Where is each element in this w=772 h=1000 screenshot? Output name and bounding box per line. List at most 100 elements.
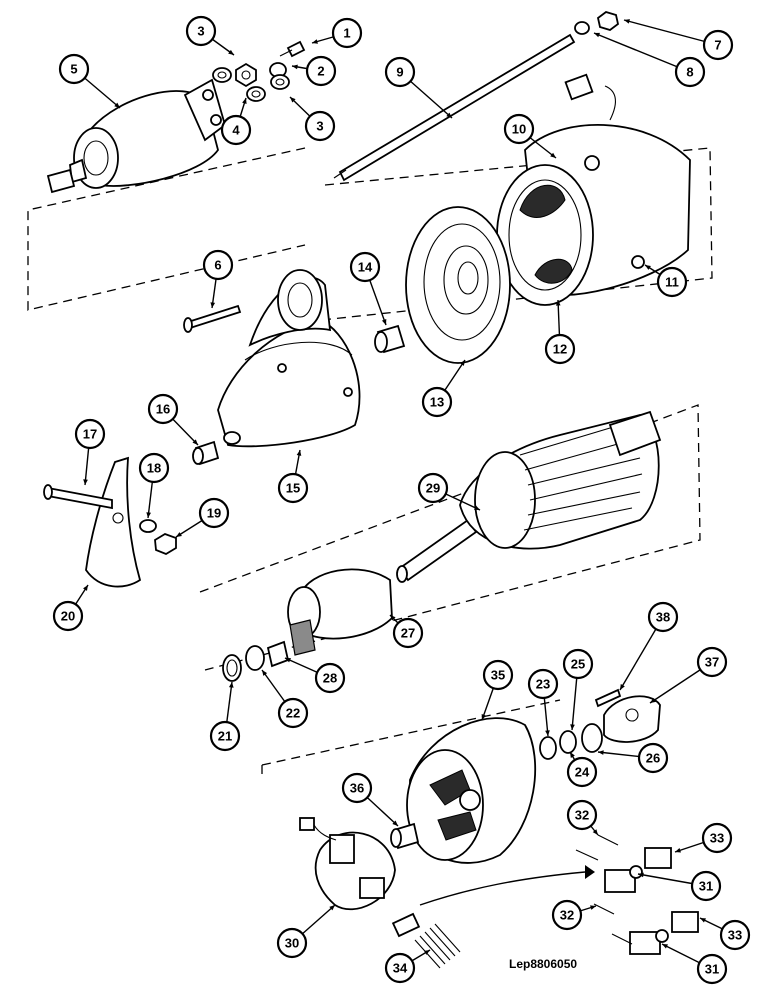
callout-25: 25: [562, 648, 594, 680]
callout-circle: [544, 333, 576, 365]
callout-20: 20: [52, 600, 84, 632]
callout-number: 32: [575, 808, 589, 823]
callout-5: 5: [58, 53, 90, 85]
callout-3: 3: [304, 110, 336, 142]
end-frame-part: [406, 717, 536, 864]
callout-number: 27: [401, 626, 415, 641]
callout-circle: [674, 56, 706, 88]
callout-35: 35: [482, 659, 514, 691]
callout-arrowhead-15: [296, 450, 302, 456]
drive-end-plate: [405, 206, 511, 364]
callout-arrowhead-3: [290, 97, 296, 103]
callout-arrowhead-31: [638, 872, 644, 878]
callout-24: 24: [566, 756, 598, 788]
field-yoke-part: [496, 73, 691, 306]
callout-1: 1: [331, 17, 363, 49]
callout-arrowhead-4: [242, 98, 247, 104]
callout-arrowhead-31: [662, 944, 668, 949]
callout-21: 21: [209, 720, 241, 752]
callout-number: 14: [358, 260, 373, 275]
callout-29: 29: [417, 472, 449, 504]
callout-circle: [314, 662, 346, 694]
pinion-rings: [222, 640, 290, 682]
callout-leader-8: [593, 32, 691, 73]
callout-number: 21: [218, 729, 232, 744]
callout-arrowhead-32: [590, 905, 596, 910]
callout-labels: 1233456789101112131415161718192021222324…: [52, 15, 751, 985]
callout-number: 30: [285, 936, 299, 951]
callout-arrowhead-36: [392, 820, 398, 826]
callout-circle: [384, 952, 416, 984]
callout-15: 15: [277, 472, 309, 504]
callout-arrowhead-34: [424, 950, 430, 955]
callout-circle: [701, 822, 733, 854]
callout-arrowhead-11: [645, 265, 651, 270]
reference-code: Lep8806050: [509, 957, 578, 971]
callout-circle: [719, 919, 751, 951]
callout-number: 25: [571, 657, 585, 672]
callout-arrowhead-25: [570, 724, 575, 730]
callout-4: 4: [220, 114, 252, 146]
callout-arrowhead-18: [146, 512, 151, 518]
callout-circle: [551, 899, 583, 931]
callout-arrowhead-3: [228, 49, 234, 55]
callout-circle: [341, 772, 373, 804]
callout-arrowhead-12: [555, 300, 561, 306]
dashed-group-outlines: [27, 147, 713, 780]
callout-circle: [331, 17, 363, 49]
callout-30: 30: [276, 927, 308, 959]
callout-37: 37: [696, 646, 728, 678]
callout-arrowhead-19: [176, 532, 182, 537]
callout-arrowhead-32: [592, 829, 598, 835]
callout-number: 29: [426, 481, 440, 496]
callout-number: 15: [286, 481, 300, 496]
callout-arrowhead-17: [83, 479, 88, 485]
callout-3: 3: [185, 15, 217, 47]
callout-circle: [392, 617, 424, 649]
callout-circle: [562, 648, 594, 680]
callout-arrowhead-2: [292, 64, 298, 70]
callout-circle: [185, 15, 217, 47]
callout-17: 17: [74, 418, 106, 450]
callout-number: 35: [491, 668, 505, 683]
callout-number: 8: [686, 65, 693, 80]
bushing-16: [192, 440, 220, 466]
housing-screw-6: [183, 304, 242, 333]
callout-number: 6: [214, 258, 221, 273]
callout-circle: [198, 497, 230, 529]
callout-circle: [147, 393, 179, 425]
callout-arrowhead-27: [390, 615, 396, 621]
callout-arrowhead-20: [83, 585, 88, 591]
callout-arrowhead-10: [550, 152, 556, 158]
callout-arrowhead-14: [381, 319, 387, 325]
callout-arrowhead-13: [459, 360, 465, 366]
callout-number: 36: [350, 781, 364, 796]
callout-circle: [138, 452, 170, 484]
callout-arrowhead-23: [545, 730, 550, 736]
callout-18: 18: [138, 452, 170, 484]
callout-circle: [566, 756, 598, 788]
callout-circle: [637, 742, 669, 774]
callout-circle: [482, 659, 514, 691]
drive-pinion-part: [287, 568, 393, 656]
callout-circle: [421, 386, 453, 418]
callout-arrowhead-8: [594, 32, 600, 38]
callout-circle: [202, 249, 234, 281]
brush-holder-part: [299, 817, 421, 938]
callout-number: 16: [156, 402, 170, 417]
shift-fork-assembly: [43, 456, 177, 588]
callout-36: 36: [341, 772, 373, 804]
callout-circle: [656, 266, 688, 298]
callout-number: 11: [665, 275, 679, 290]
callout-19: 19: [198, 497, 230, 529]
callout-8: 8: [674, 56, 706, 88]
callout-circle: [277, 472, 309, 504]
callout-31: 31: [690, 870, 722, 902]
callout-number: 10: [512, 122, 526, 137]
callout-arrowhead-16: [192, 439, 198, 445]
callout-circle: [74, 418, 106, 450]
callout-number: 23: [536, 677, 550, 692]
callout-arrowhead-35: [481, 714, 487, 720]
callout-16: 16: [147, 393, 179, 425]
callout-arrowhead-6: [210, 302, 216, 308]
